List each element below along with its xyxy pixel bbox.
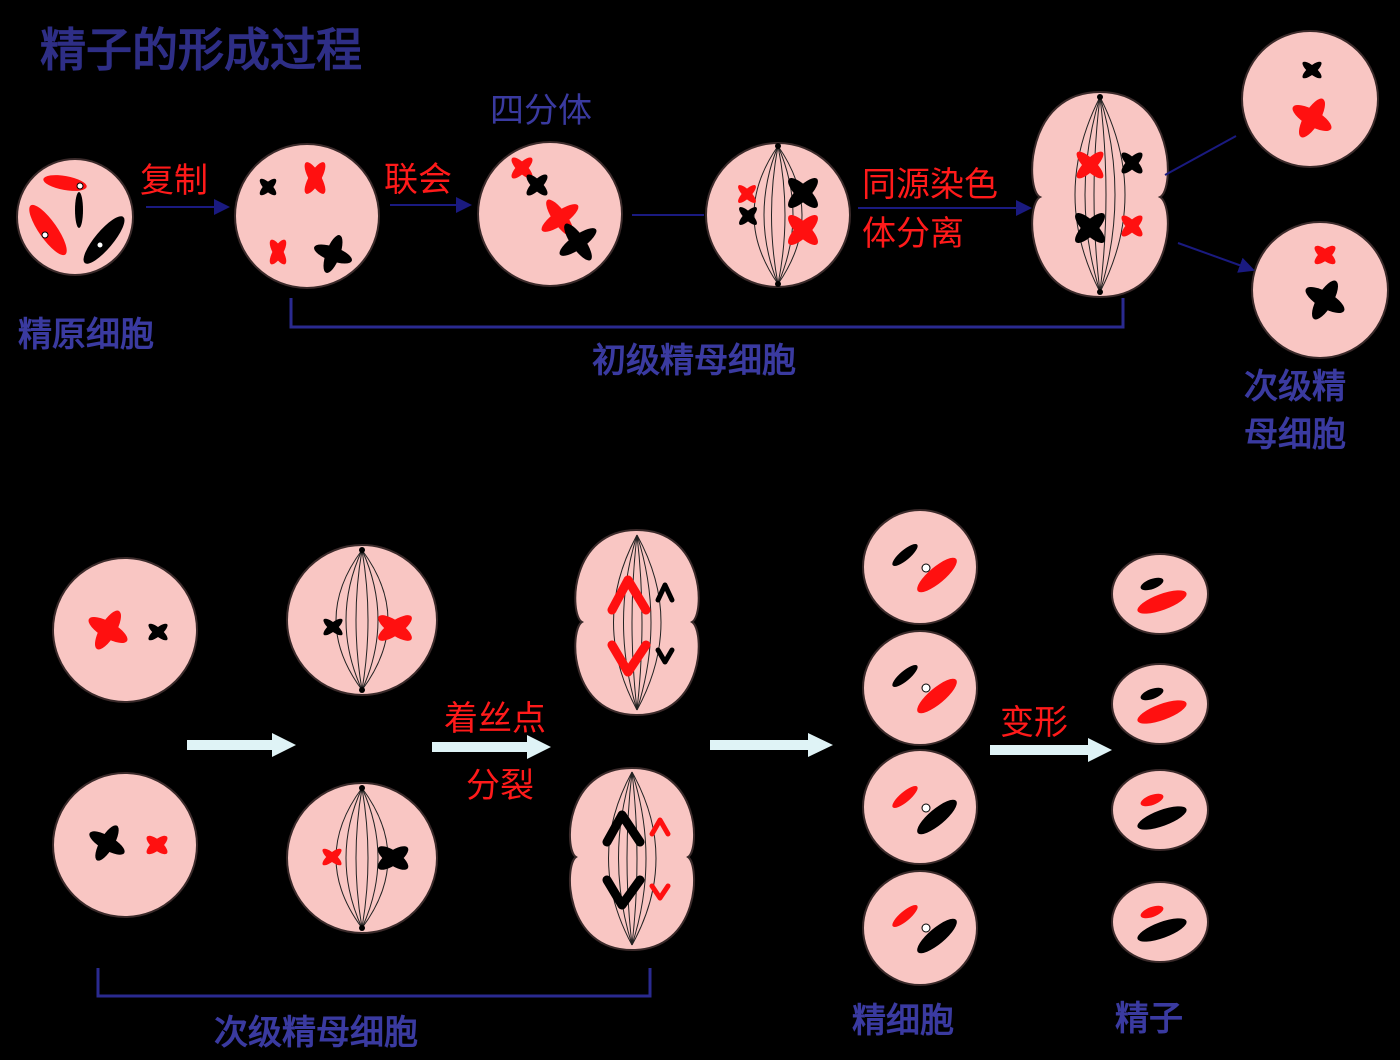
label-primary-spermatocyte: 初级精母细胞: [592, 341, 796, 381]
label-replication: 复制: [140, 161, 208, 201]
spermatid-1: [862, 509, 978, 625]
label-tetrad: 四分体: [490, 91, 592, 131]
cell-metaphase-2b: [286, 782, 438, 934]
label-centromere-1: 着丝点: [444, 699, 546, 739]
spermatid-3: [862, 749, 978, 865]
bracket-secondary: [96, 968, 652, 998]
cell-metaphase-1: [705, 142, 851, 288]
cell-secondary-b: [52, 772, 198, 918]
cell-anaphase-1: [1031, 90, 1169, 299]
cell-spermatogonium: [16, 158, 134, 276]
label-secondary-1: 次级精: [1244, 367, 1346, 407]
cell-replicated: [234, 143, 380, 289]
sperm-4: [1111, 881, 1209, 963]
label-centromere-2: 分裂: [466, 766, 534, 806]
spermatid-4: [862, 870, 978, 986]
sperm-1: [1111, 553, 1209, 635]
label-homolog-sep-1: 同源染色: [862, 165, 998, 205]
cell-tetrad: [477, 141, 623, 287]
cell-secondary-top: [1241, 30, 1379, 168]
label-spermatid: 精细胞: [852, 1001, 954, 1041]
label-transform: 变形: [1000, 703, 1068, 743]
label-spermatogonium: 精原细胞: [18, 315, 154, 355]
cell-metaphase-2a: [286, 544, 438, 696]
sperm-2: [1111, 663, 1209, 745]
sperm-3: [1111, 769, 1209, 851]
label-synapsis: 联会: [384, 160, 452, 200]
top-arrows: [146, 135, 1255, 273]
cell-secondary-a: [52, 557, 198, 703]
spermatid-2: [862, 630, 978, 746]
diagram-title: 精子的形成过程: [40, 23, 362, 77]
label-secondary-bottom: 次级精母细胞: [214, 1013, 418, 1053]
bracket-primary: [289, 298, 1125, 329]
label-homolog-sep-2: 体分离: [862, 214, 964, 254]
cell-secondary-bottom: [1251, 221, 1389, 359]
label-sperm: 精子: [1115, 999, 1183, 1039]
bottom-arrows: [187, 733, 1112, 762]
cell-anaphase-2b: [568, 766, 696, 952]
cell-anaphase-2a: [574, 528, 700, 717]
label-secondary-2: 母细胞: [1244, 415, 1346, 455]
